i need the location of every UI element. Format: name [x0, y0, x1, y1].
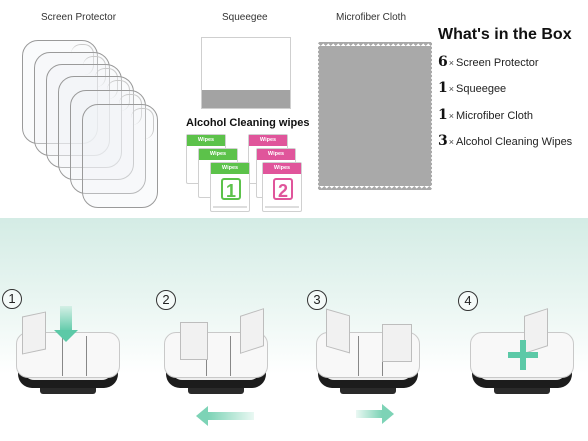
multiply-sign: ×	[448, 137, 455, 147]
microfiber-cloth-image	[317, 42, 433, 191]
box-item-name: Screen Protector	[456, 57, 539, 69]
watch-strap	[494, 388, 550, 394]
box-item: 6×Screen Protector	[438, 54, 539, 70]
step-1-watch-illustration	[12, 304, 124, 400]
peel-flap	[180, 322, 208, 360]
slide-left-arrow-icon	[196, 406, 254, 426]
wipe-fine-print	[265, 206, 299, 208]
wipe-band-label: Wipes	[187, 135, 225, 146]
step-number-2: 2	[156, 290, 176, 310]
press-down-arrow-icon	[54, 306, 78, 342]
watch-strap	[188, 388, 244, 394]
wipe-fine-print	[213, 206, 247, 208]
wipe-packet-1: Wipes 1	[210, 162, 250, 212]
multiply-sign: ×	[448, 111, 455, 121]
wipe-step-number: 2	[273, 178, 293, 201]
cloth-edge	[317, 42, 321, 190]
cloth-edge	[429, 42, 433, 190]
squeegee-image	[201, 37, 291, 109]
peel-flap	[326, 308, 350, 354]
box-item: 3×Alcohol Cleaning Wipes	[438, 133, 572, 149]
watch-strap	[40, 388, 96, 394]
film-tab-line	[62, 336, 63, 376]
box-item-name: Alcohol Cleaning Wipes	[456, 136, 573, 148]
film-tab-line	[86, 336, 87, 376]
smooth-out-arrows-icon	[508, 340, 538, 370]
step-3-watch-illustration	[312, 304, 424, 400]
screen-protector-stack	[22, 40, 162, 215]
multiply-sign: ×	[448, 58, 455, 68]
vertical-arrow	[520, 340, 526, 370]
box-item: 1×Microfiber Cloth	[438, 107, 533, 123]
watch-strap	[340, 388, 396, 394]
alcohol-wipes-label: Alcohol Cleaning wipes	[186, 117, 310, 129]
whats-in-the-box-title: What's in the Box	[438, 26, 572, 43]
peel-flap	[382, 324, 412, 362]
wipe-band-label: Wipes	[211, 163, 249, 174]
peel-flap	[22, 311, 46, 355]
film-tab-line	[230, 336, 231, 376]
screen-protector-label: Screen Protector	[41, 12, 117, 23]
box-item-qty: 1	[438, 107, 448, 123]
box-item: 1×Squeegee	[438, 80, 506, 96]
wipe-packet-2: Wipes 2	[262, 162, 302, 212]
film-tab-line	[358, 336, 359, 376]
box-item-qty: 3	[438, 133, 448, 149]
wipe-band-label: Wipes	[257, 149, 295, 160]
wipe-band-label: Wipes	[249, 135, 287, 146]
microfiber-cloth-label: Microfiber Cloth	[336, 12, 407, 23]
box-item-qty: 6	[438, 54, 448, 70]
box-item-qty: 1	[438, 80, 448, 96]
protector-sheet	[82, 104, 158, 208]
wipe-band-label: Wipes	[263, 163, 301, 174]
multiply-sign: ×	[448, 84, 455, 94]
box-item-name: Squeegee	[456, 83, 507, 95]
squeegee-edge	[202, 90, 290, 108]
peel-flap	[240, 308, 264, 354]
step-number-4: 4	[458, 291, 478, 311]
wipe-step-number: 1	[221, 178, 241, 201]
step-number-3: 3	[307, 290, 327, 310]
step-number-1: 1	[2, 289, 22, 309]
wipe-band-label: Wipes	[199, 149, 237, 160]
squeegee-label: Squeegee	[222, 12, 268, 23]
box-item-name: Microfiber Cloth	[456, 110, 534, 122]
installation-steps-panel	[0, 218, 588, 441]
slide-right-arrow-icon	[356, 404, 394, 424]
step-2-watch-illustration	[160, 304, 272, 400]
